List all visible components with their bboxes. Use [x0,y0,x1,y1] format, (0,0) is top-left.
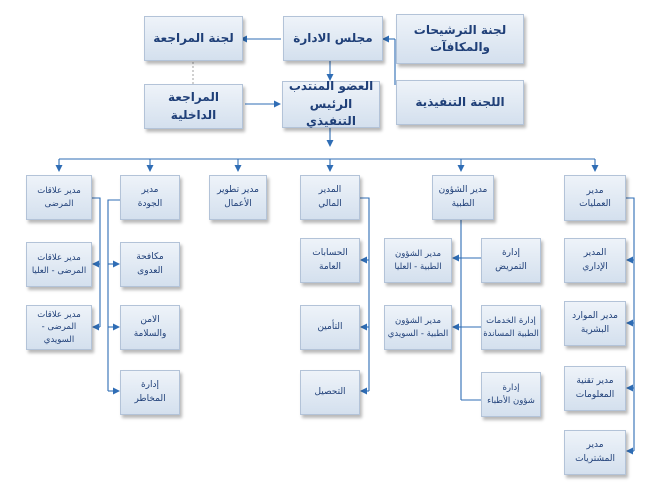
finance-manager-box: المدير المالي [300,175,360,220]
nominations-committee-box: لجنة الترشيحات والمكافآت [396,14,524,64]
nursing-box: إدارة التمريض [481,238,541,283]
admin-manager-box: المدير الإداري [564,238,626,283]
medical-suwaidi-box: مدير الشؤون الطبية - السويدي [384,305,452,350]
quality-manager-box: مدير الجودة [120,175,180,220]
general-accounts-box: الحسابات العامة [300,238,360,283]
hr-manager-box: مدير الموارد البشرية [564,301,626,346]
ceo-box: العضو المنتدب الرئيس التنفيذي [282,79,380,128]
board-box: مجلس الادارة [283,16,383,61]
business-development-box: مدير تطوير الأعمال [209,175,267,220]
it-manager-box: مدير تقنية المعلومات [564,366,626,411]
support-services-box: إدارة الخدمات الطبية المساندة [481,305,541,350]
internal-audit-box: المراجعة الداخلية [144,84,243,129]
security-safety-box: الامن والسلامة [120,305,180,350]
operations-manager-box: مدير العمليات [564,175,626,221]
procurement-manager-box: مدير المشتريات [564,430,626,475]
patient-relations-olaya-box: مدير علاقات المرضى - العليا [26,242,92,287]
patient-relations-manager-box: مدير علاقات المرضى [26,175,92,220]
patient-relations-suwaidi-box: مدير علاقات المرضى - السويدي [26,305,92,350]
medical-olaya-box: مدير الشؤون الطبية - العليا [384,238,452,283]
insurance-box: التأمين [300,305,360,350]
medical-affairs-manager-box: مدير الشؤون الطبية [432,175,494,220]
physicians-affairs-box: إدارة شؤون الأطباء [481,372,541,417]
executive-committee-box: اللجنة التنفيذية [396,80,524,125]
infection-control-box: مكافحة العدوى [120,242,180,287]
risk-management-box: إدارة المخاطر [120,370,180,415]
collection-box: التحصيل [300,370,360,415]
audit-committee-box: لجنة المراجعة [144,16,243,61]
